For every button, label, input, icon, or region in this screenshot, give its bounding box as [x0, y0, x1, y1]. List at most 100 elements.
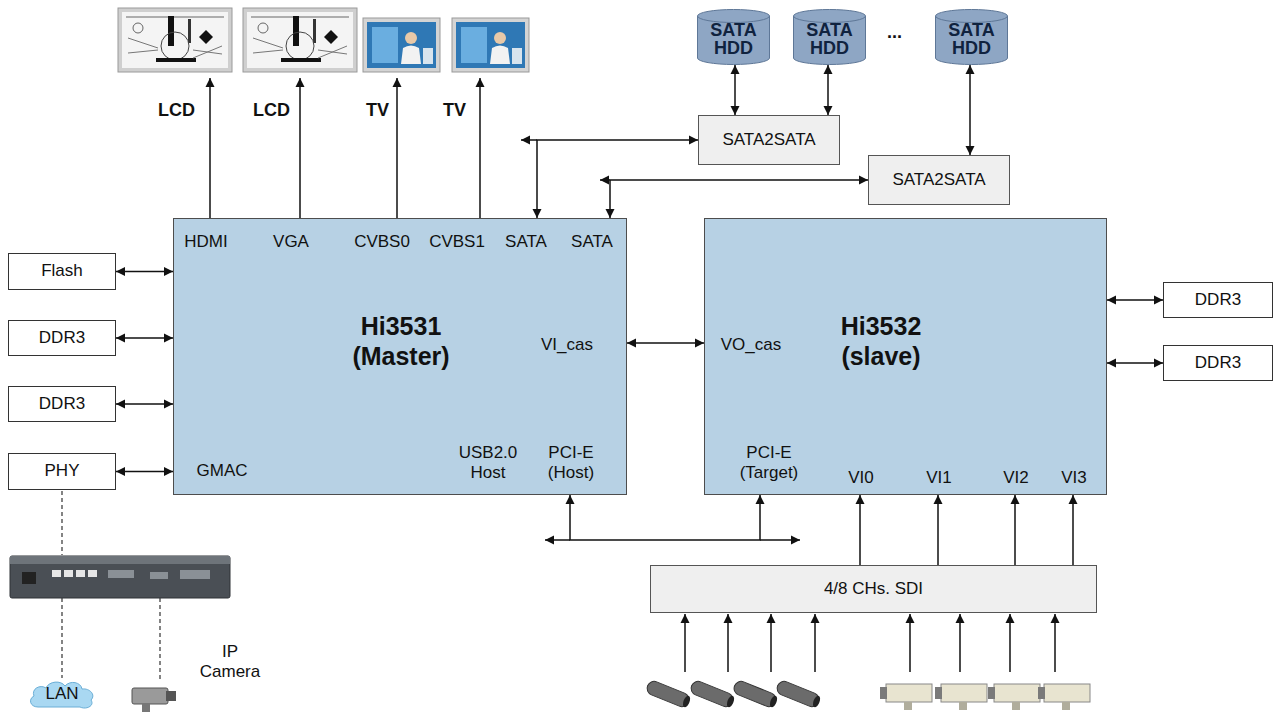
- node-text: PHY: [45, 461, 80, 481]
- camera-lens: [682, 695, 692, 708]
- switch-port: [52, 570, 61, 577]
- tv-monitor: [363, 18, 440, 72]
- port-label: VI1: [919, 468, 959, 488]
- connector-arrow: [116, 337, 173, 339]
- device-label: IP Camera: [198, 642, 262, 683]
- node-text: SATA2SATA: [722, 130, 815, 150]
- port-label: USB2.0 Host: [452, 443, 524, 484]
- soc-box: Hi3531 (Master)HDMIVGACVBS0CVBS1SATASATA…: [173, 218, 627, 495]
- port-label: SATA: [567, 232, 617, 252]
- ellipsis-label: ...: [887, 22, 902, 44]
- camera-body: [886, 684, 932, 702]
- camera-body: [775, 679, 821, 708]
- port-label: GMAC: [190, 461, 254, 481]
- connector-arrow: [859, 495, 861, 565]
- connector-arrow: [734, 65, 736, 115]
- port-label: CVBS0: [350, 232, 414, 252]
- port-label: SATA: [501, 232, 551, 252]
- ip-camera: [132, 688, 176, 712]
- camera-body: [994, 684, 1040, 702]
- node-text: LAN: [45, 684, 78, 704]
- switch-port: [64, 570, 73, 577]
- port-label: VI_cas: [537, 335, 597, 355]
- switch-connector: [180, 570, 210, 579]
- hdd-cylinder: SATA HDD: [935, 9, 1008, 65]
- camera-lens: [812, 695, 822, 708]
- switch-port: [88, 570, 97, 577]
- signal-label: TV: [443, 100, 466, 122]
- camera-mount: [1062, 702, 1070, 710]
- camera-body: [1044, 684, 1090, 702]
- bridge-box: SATA2SATA: [698, 115, 840, 165]
- signal-label: LCD: [253, 100, 290, 122]
- node-text: SATA HDD: [697, 21, 770, 57]
- switch-top: [10, 556, 230, 564]
- memory-box: DDR3: [8, 320, 116, 356]
- dashed-link: [61, 491, 62, 555]
- port-label: VI0: [841, 468, 881, 488]
- node-text: DDR3: [1195, 353, 1241, 373]
- port-label: PCI-E (Target): [727, 443, 811, 484]
- port-label: CVBS1: [425, 232, 489, 252]
- cylinder-body: [936, 10, 1008, 65]
- switch-body: [10, 556, 230, 598]
- camera-lens: [988, 687, 995, 699]
- memory-box: DDR3: [8, 386, 116, 422]
- camera-body: [689, 679, 735, 708]
- switch-connector: [108, 570, 134, 578]
- sdi-box: 4/8 CHs. SDI: [650, 565, 1097, 613]
- bus-stub: [600, 179, 610, 181]
- camera-arrow: [814, 614, 816, 672]
- dashed-link: [159, 598, 160, 682]
- camera-arrow: [1009, 614, 1011, 672]
- camera-lens: [726, 695, 736, 708]
- camera-arrow: [684, 614, 686, 672]
- connector-arrow: [1072, 495, 1074, 565]
- analog-cameras: [645, 679, 1090, 710]
- camera-mount: [959, 702, 967, 710]
- connector-arrow: [827, 65, 829, 115]
- camera-arrow: [727, 614, 729, 672]
- connector-arrow: [1107, 299, 1163, 301]
- signal-label: TV: [366, 100, 389, 122]
- connector-arrow: [627, 342, 704, 344]
- connector-arrow: [969, 65, 971, 155]
- lcd-monitor: [118, 8, 232, 72]
- chip-title: Hi3532 (slave): [811, 311, 951, 371]
- node-text: SATA HDD: [935, 21, 1008, 57]
- connector-arrow: [116, 271, 173, 273]
- lcd-monitor: [243, 8, 357, 72]
- node-text: SATA HDD: [793, 21, 866, 57]
- switch-port: [76, 570, 85, 577]
- dashed-link: [61, 598, 62, 678]
- signal-label: LCD: [158, 100, 195, 122]
- camera-arrow: [909, 614, 911, 672]
- bus-stub: [545, 539, 570, 541]
- connector-arrow: [570, 495, 760, 540]
- cylinder-body: [698, 10, 770, 65]
- cylinder-body: [794, 10, 866, 65]
- switch-power: [22, 572, 36, 584]
- memory-box: DDR3: [1163, 282, 1273, 318]
- camera-body: [645, 679, 691, 708]
- camera-lens: [1038, 687, 1045, 699]
- camera-arrow: [770, 614, 772, 672]
- camera-body: [732, 679, 778, 708]
- camera-arrow: [1054, 614, 1056, 672]
- port-label: VGA: [261, 232, 321, 252]
- bus-stub: [521, 139, 537, 141]
- phy-box: PHY: [8, 453, 116, 490]
- connector-arrow: [937, 495, 939, 565]
- camera-lens: [769, 695, 779, 708]
- cloud-body: [31, 682, 93, 708]
- tv-monitor: [452, 18, 529, 72]
- connector-arrow: [116, 471, 173, 473]
- video-out-arrow: [299, 78, 301, 218]
- camera-mount: [142, 704, 150, 712]
- network-switch: [10, 556, 230, 598]
- soc-box: Hi3532 (slave) VO_casPCI-E (Target) VI0 VI1…: [704, 218, 1107, 495]
- chip-title: Hi3531 (Master): [331, 311, 471, 371]
- port-label: VO_cas: [716, 335, 786, 355]
- port-label: VI3: [1054, 468, 1094, 488]
